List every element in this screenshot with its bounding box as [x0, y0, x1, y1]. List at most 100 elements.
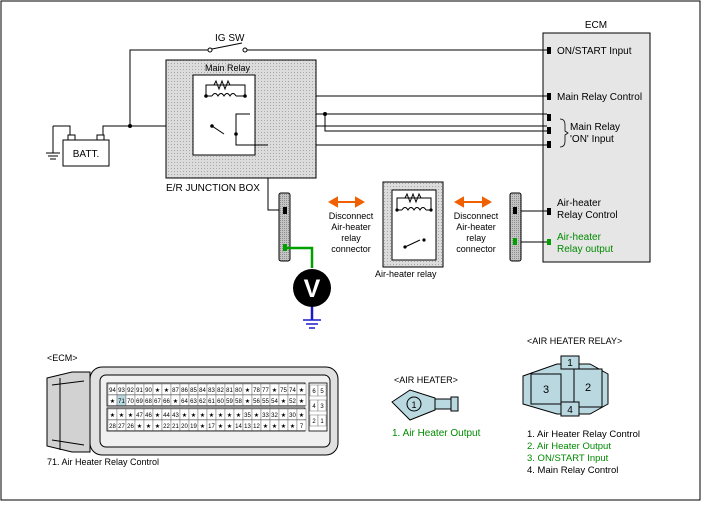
- ecm-pin-number: 55: [262, 399, 269, 405]
- ecm-pin-number: 68: [145, 399, 152, 405]
- ecm-pin-number: 12: [253, 424, 260, 430]
- ecm-pin-cell: [296, 383, 307, 395]
- ecm-pin-number: 54: [271, 399, 278, 405]
- voltmeter: V: [287, 246, 331, 329]
- ecm-pin-number: 26: [127, 424, 134, 430]
- ecm-pin-number: 93: [118, 388, 125, 394]
- ecm-pin-number: ★: [155, 387, 160, 394]
- ecm-pin-number: 44: [163, 413, 170, 419]
- ecm-pin-number: 19: [190, 424, 197, 430]
- ecm-pin-number: 69: [136, 399, 143, 405]
- disconnect-right-label: Disconnect Air-heater relay connector: [454, 211, 499, 254]
- ecm-pin-number: 32: [271, 413, 278, 419]
- ecm-pin-number: 82: [217, 388, 224, 394]
- ecm-side-pin-cell: [317, 414, 327, 427]
- ecm-pin-air-heater-out-2: Relay output: [557, 244, 613, 255]
- ecm-brace: [559, 118, 569, 148]
- ecm-pin-number: 14: [235, 424, 242, 430]
- ecm-pin-number: 67: [154, 399, 161, 405]
- ecm-pin-number: ★: [299, 398, 304, 405]
- voltmeter-label: V: [304, 275, 321, 303]
- air-heater-legend: 1. Air Heater Output: [392, 428, 481, 439]
- ecm-pin-number: 47: [136, 413, 143, 419]
- relay-legend-4: 4. Main Relay Control: [527, 465, 618, 476]
- relay-legend-3: 3. ON/START Input: [527, 453, 609, 464]
- relay-conn-pin-1: 1: [567, 358, 573, 369]
- ecm-pin-number: 17: [208, 424, 215, 430]
- battery: BATT.: [46, 134, 110, 167]
- ecm-side-pin-number: 6: [312, 389, 316, 395]
- relay-conn-pin-2: 2: [585, 382, 591, 394]
- disconnect-left-line-4: connector: [331, 244, 371, 254]
- relay-conn-pin-3: 3: [543, 384, 549, 396]
- right-connector: [509, 192, 522, 262]
- ecm-pin-number: 77: [262, 388, 269, 394]
- ecm-pin-number: 58: [235, 399, 242, 405]
- ecm-pin-number: 30: [289, 413, 296, 419]
- air-heater-relay: Air-heater relay: [375, 181, 444, 279]
- ecm-pin-number: 7: [300, 424, 304, 430]
- ecm-box: [542, 32, 651, 263]
- ecm-pin-number: ★: [119, 412, 124, 419]
- ecm-pin-number: ★: [227, 423, 232, 430]
- right-connector-pin-1: [513, 207, 517, 214]
- ecm-pin-number: ★: [281, 423, 286, 430]
- ecm-pin-number: 62: [199, 399, 206, 405]
- ecm-pin-air-heater-ctrl-2: Relay Control: [557, 210, 618, 221]
- ecm-pin-number: 35: [244, 413, 251, 419]
- disconnect-left-label: Disconnect Air-heater relay connector: [329, 211, 374, 254]
- disconnect-right-line-3: relay: [466, 233, 486, 243]
- disconnect-right-line-4: connector: [456, 244, 496, 254]
- ecm-pin-number: 80: [235, 388, 242, 394]
- left-connector-pin-1: [283, 207, 287, 214]
- ecm-pin-number: 85: [190, 388, 197, 394]
- ecm-pin-number: ★: [146, 423, 151, 430]
- ecm-pin-number: ★: [218, 412, 223, 419]
- ecm-pin-number: ★: [200, 423, 205, 430]
- ecm-pin-number: 56: [253, 399, 260, 405]
- relay-conn-pin-4: 4: [567, 405, 573, 416]
- ecm-pin-number: ★: [272, 423, 277, 430]
- air-heater-connector: <AIR HEATER> 1 1. Air Heater Output: [391, 375, 481, 439]
- ecm-pin-number: ★: [245, 398, 250, 405]
- ecm-pin-number: 75: [280, 388, 287, 394]
- ecm-pin-number: 94: [109, 388, 116, 394]
- ecm-pin-number: 87: [172, 388, 179, 394]
- ecm-pin-number: 78: [253, 388, 260, 394]
- ecm-pin-cell: [296, 394, 307, 406]
- disconnect-right-line-2: Air-heater: [456, 222, 496, 232]
- ecm-pin-number: 43: [172, 413, 179, 419]
- ecm-connector-caption: 71. Air Heater Relay Control: [47, 457, 159, 467]
- ecm-pin-number: 90: [145, 388, 152, 394]
- ecm-pin-number: 92: [127, 388, 134, 394]
- air-heater-relay-title: <AIR HEATER RELAY>: [527, 336, 622, 346]
- ecm-pin-number: 70: [127, 399, 134, 405]
- ecm-pin-number: 21: [172, 424, 179, 430]
- ecm-pin-number: 71: [118, 399, 125, 405]
- ecm-pin-number: ★: [299, 387, 304, 394]
- ecm-pin-number: ★: [254, 412, 259, 419]
- ecm-pin-number: 28: [109, 424, 116, 430]
- ecm-pin-number: ★: [200, 412, 205, 419]
- ecm-pin-number: 46: [145, 413, 152, 419]
- ecm-pin-number: 83: [208, 388, 215, 394]
- ecm-pin-number: ★: [299, 412, 304, 419]
- ecm-pin-number: 63: [190, 399, 197, 405]
- ecm-side-pin-number: 1: [320, 419, 324, 425]
- ig-sw-label: IG SW: [215, 33, 245, 44]
- disconnect-left-line-1: Disconnect: [329, 211, 374, 221]
- battery-label: BATT.: [73, 149, 99, 160]
- ecm-pin-air-heater-out-1: Air-heater: [557, 232, 602, 243]
- ecm-pin-number: 60: [217, 399, 224, 405]
- ecm-pin-number: ★: [191, 412, 196, 419]
- ecm-pin-number: 52: [289, 399, 296, 405]
- ecm-pin-main-relay-control: Main Relay Control: [557, 92, 642, 103]
- ecm-side-pin-number: 3: [320, 404, 324, 410]
- ecm-pin-number: 27: [118, 424, 125, 430]
- ecm-pin-number: 84: [199, 388, 206, 394]
- voltmeter-body: [293, 269, 331, 307]
- ecm-pin-number: ★: [272, 387, 277, 394]
